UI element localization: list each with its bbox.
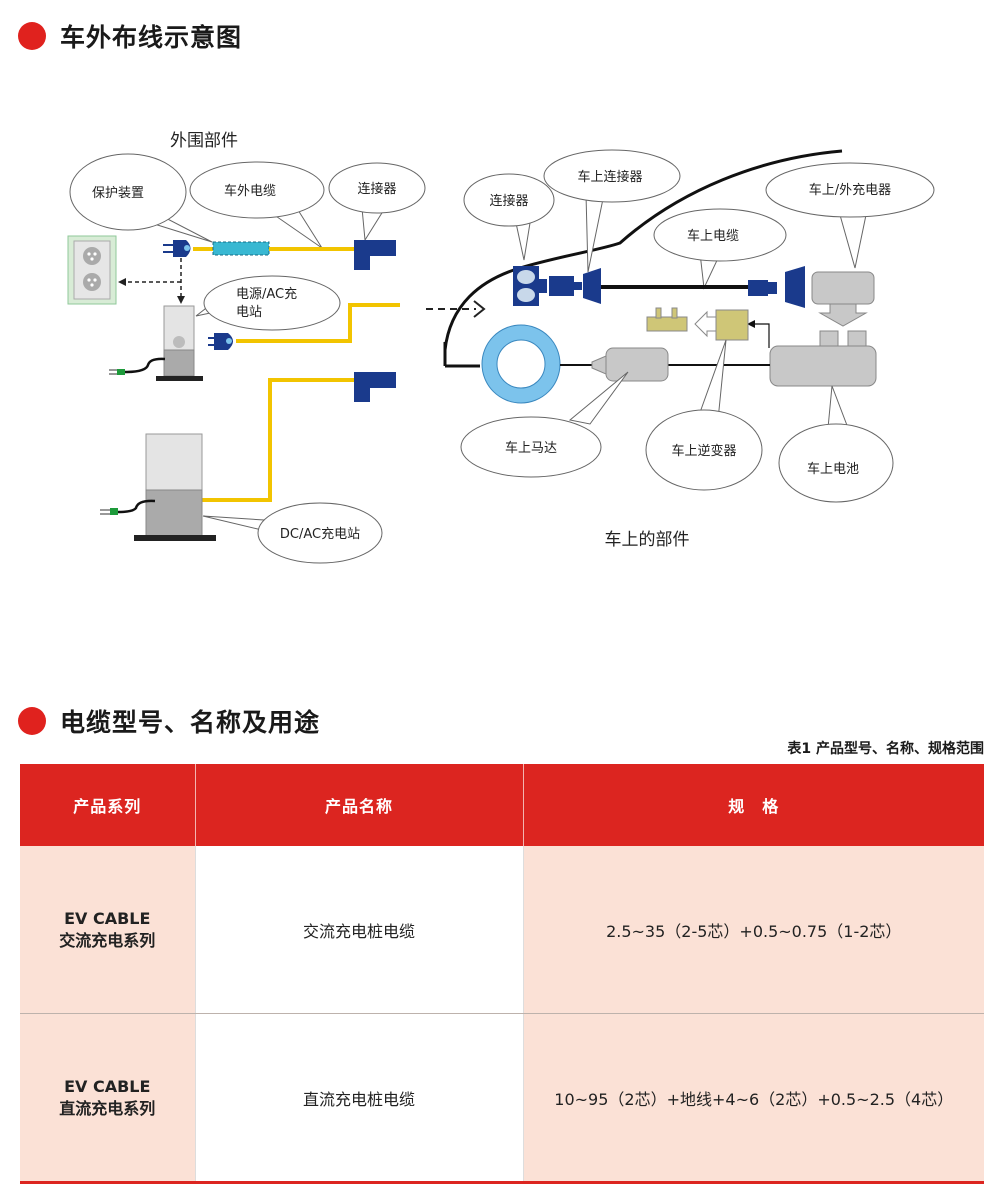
label-power-ac-line2: 电站	[236, 305, 262, 320]
onboard-charger-icon	[811, 271, 875, 327]
bubble-onboard-battery: 车上电池	[778, 385, 894, 503]
bubble-protection-device: 保护装置	[69, 153, 213, 243]
header-name: 产品名称	[195, 764, 524, 846]
section-title-cable-models: 电缆型号、名称及用途	[18, 703, 320, 739]
label-onboard-connector: 车上连接器	[577, 169, 642, 185]
cell-name: 交流充电桩电缆	[195, 846, 524, 1014]
header-spec: 规 格	[523, 764, 984, 846]
cell-name: 直流充电桩电缆	[195, 1013, 524, 1184]
onboard-inverter-icon	[646, 307, 770, 348]
series-line1: EV CABLE	[64, 908, 151, 928]
cell-spec: 10~95（2芯）+地线+4~6（2芯）+0.5~2.5（4芯）	[523, 1013, 984, 1184]
bubble-onboard-charger: 车上/外充电器	[765, 162, 935, 269]
wall-outlet-icon	[67, 235, 117, 305]
series-line2: 交流充电系列	[59, 930, 156, 950]
red-dot-icon	[18, 707, 46, 735]
table-header-row: 产品系列 产品名称 规 格	[20, 764, 984, 846]
label-connector-left: 连接器	[357, 181, 396, 197]
section-title-wiring: 车外布线示意图	[18, 18, 242, 54]
bubble-connector-left: 连接器	[328, 162, 426, 242]
bubble-onboard-cable: 车上电缆	[653, 208, 787, 290]
cell-series: EV CABLE 直流充电系列	[20, 1013, 196, 1184]
header-series: 产品系列	[20, 764, 196, 846]
bubble-power-ac: 电源/AC充 电站	[195, 275, 341, 331]
dc-ac-charging-station-icon	[100, 433, 216, 541]
red-dot-icon	[18, 22, 46, 50]
section-title-text: 电缆型号、名称及用途	[60, 708, 321, 737]
onboard-components-caption: 车上的部件	[605, 530, 690, 550]
dashed-arrows	[118, 258, 185, 304]
dc-cable-line	[202, 378, 354, 502]
label-onboard-motor: 车上马达	[505, 440, 557, 456]
onboard-cable-plug-icon	[748, 266, 805, 308]
cell-series: EV CABLE 交流充电系列	[20, 846, 196, 1014]
external-cable-assembly	[163, 240, 396, 270]
bubble-onboard-motor: 车上马达	[460, 371, 629, 478]
car-body-outline	[443, 149, 843, 351]
bubble-onboard-connector: 车上连接器	[543, 149, 681, 273]
ac-charging-station-icon	[109, 305, 233, 381]
label-onboard-cable: 车上电缆	[687, 228, 739, 244]
label-power-ac-line1: 电源/AC充	[236, 286, 297, 302]
bubble-dc-ac-station: DC/AC充电站	[202, 502, 383, 564]
series-line2: 直流充电系列	[59, 1098, 156, 1118]
table-row: EV CABLE 直流充电系列 直流充电桩电缆 10~95（2芯）+地线+4~6…	[20, 1013, 984, 1184]
spec-table: 产品系列 产品名称 规 格 EV CABLE 交流充电系列 交流充电桩电缆 2.…	[20, 764, 984, 1184]
cell-spec: 2.5~35（2-5芯）+0.5~0.75（1-2芯）	[523, 846, 984, 1014]
ac-cable-line	[236, 303, 400, 343]
charging-inlet-icon	[513, 266, 601, 306]
series-line1: EV CABLE	[64, 1076, 151, 1096]
onboard-motor-icon	[481, 324, 669, 404]
bubble-external-cable: 车外电缆	[189, 161, 325, 249]
table-caption: 表1 产品型号、名称、规格范围	[787, 741, 984, 757]
wiring-diagram: 外围部件 保护装置 车外电缆 连接器	[67, 131, 935, 564]
bubble-connector-right: 连接器	[463, 173, 555, 261]
dashed-arrow-to-car	[426, 300, 486, 318]
label-dc-ac-station: DC/AC充电站	[280, 526, 360, 542]
label-protection-device: 保护装置	[92, 186, 144, 201]
bubble-onboard-inverter: 车上逆变器	[645, 339, 763, 491]
label-connector-right: 连接器	[489, 193, 528, 209]
label-onboard-inverter: 车上逆变器	[671, 443, 736, 459]
table-row: EV CABLE 交流充电系列 交流充电桩电缆 2.5~35（2-5芯）+0.5…	[20, 846, 984, 1014]
section-title-text: 车外布线示意图	[60, 23, 243, 52]
outer-components-caption: 外围部件	[170, 131, 238, 151]
label-external-cable: 车外电缆	[224, 183, 276, 199]
label-onboard-charger: 车上/外充电器	[809, 182, 891, 198]
onboard-battery-icon	[769, 330, 877, 387]
label-onboard-battery: 车上电池	[807, 461, 859, 477]
connector-right-icon	[354, 372, 396, 402]
